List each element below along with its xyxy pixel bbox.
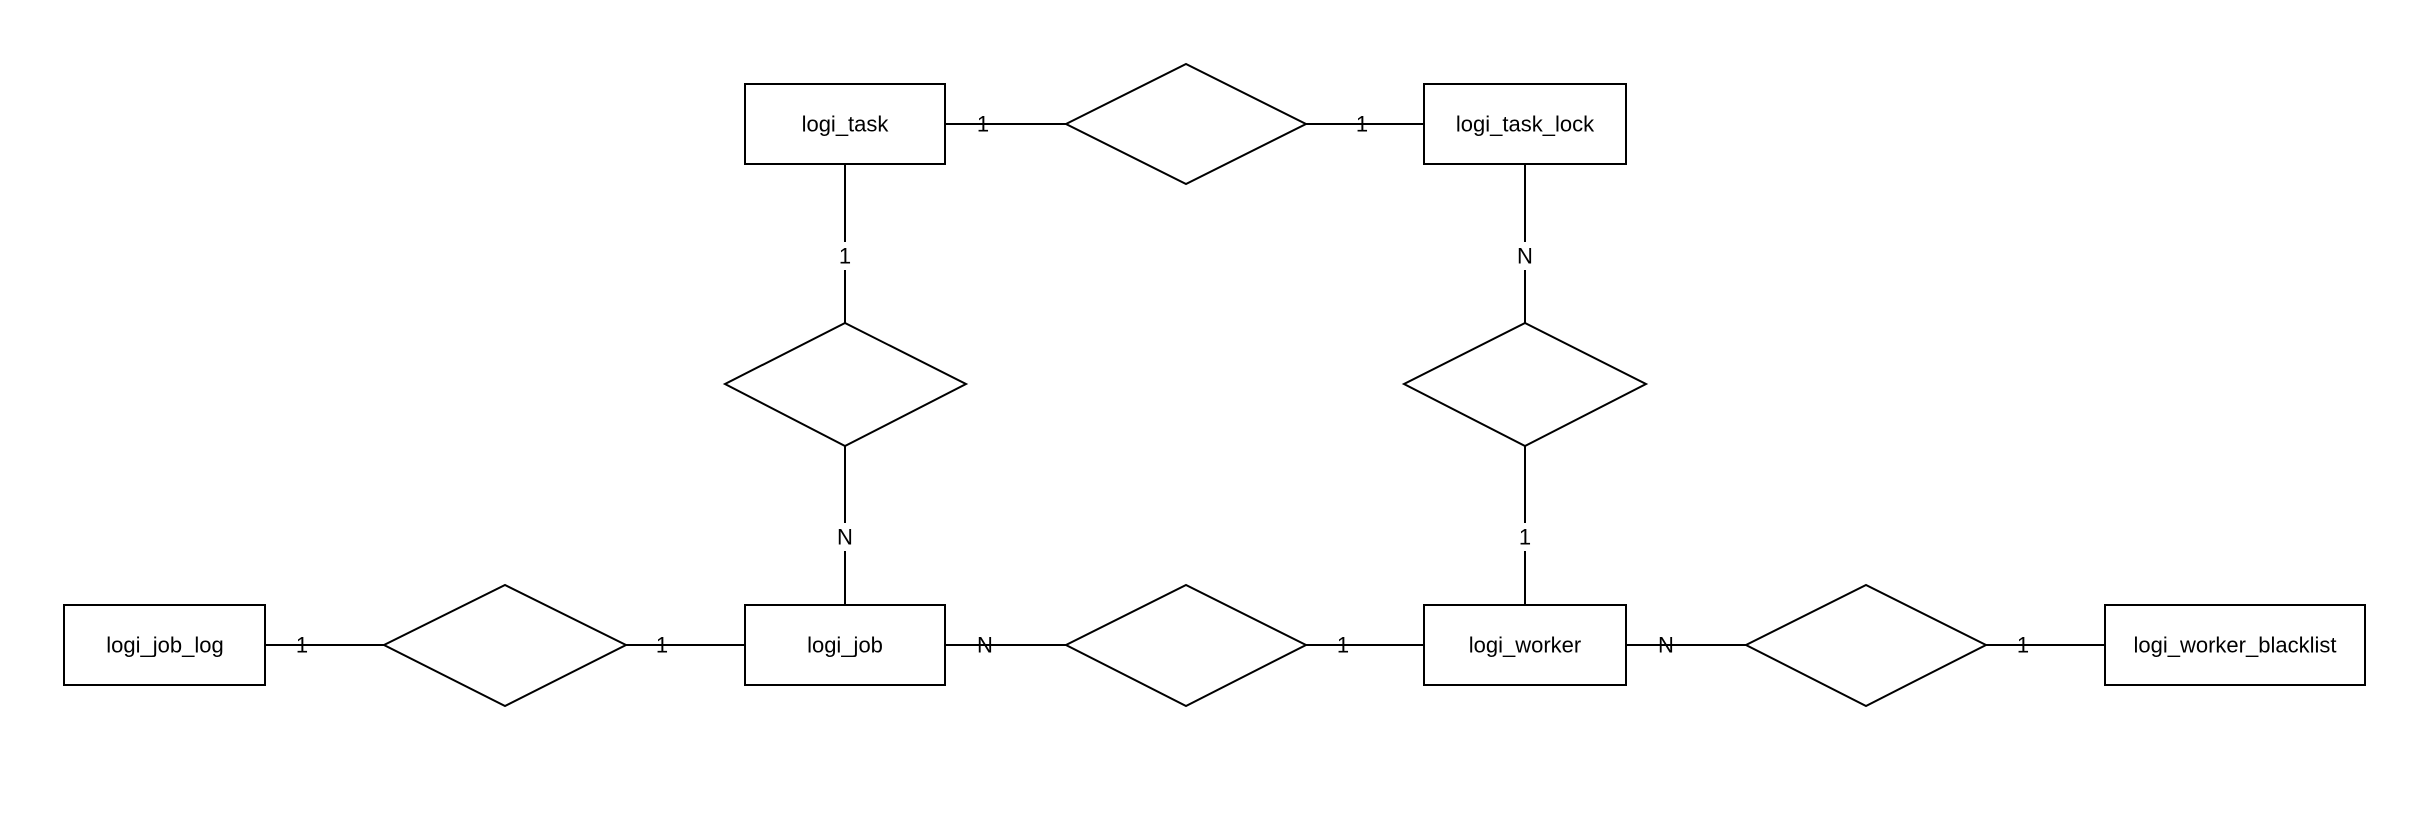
entity-box [744,83,946,165]
entity-logi-task[interactable]: logi_task [744,83,946,165]
cardinality-label: N [977,633,993,658]
entity-label: logi_job_log [106,633,223,658]
entity-logi-task-lock[interactable]: logi_task_lock [1423,83,1627,165]
entity-logi-job-log[interactable]: logi_job_log [63,604,266,686]
entity-box [63,604,266,686]
cardinality-label: N [1517,244,1533,269]
entity-logi-worker[interactable]: logi_worker [1423,604,1627,686]
cardinality-label: 1 [839,244,851,269]
relationship-worker-blacklist[interactable] [1743,583,1989,708]
entity-label: logi_task_lock [1456,112,1595,137]
entity-box [744,604,946,686]
entity-logi-job[interactable]: logi_job [744,604,946,686]
relationship-task-job[interactable] [722,321,969,448]
relationship-joblog-job[interactable] [381,583,629,708]
cardinality-label: 1 [1519,525,1531,550]
entity-box [2104,604,2366,686]
cardinality-gap [834,523,856,551]
cardinality-label: N [1658,633,1674,658]
entity-logi-worker-blacklist[interactable]: logi_worker_blacklist [2104,604,2366,686]
entity-label: logi_task [802,112,890,137]
entity-box [1423,83,1627,165]
cardinality-label: 1 [1337,633,1349,658]
cardinality-label: 1 [977,112,989,137]
cardinality-label: 1 [296,633,308,658]
cardinality-gap [1514,523,1536,551]
relationship-tasklock-worker[interactable] [1401,321,1649,448]
cardinality-label: N [837,525,853,550]
cardinality-label: 1 [2017,633,2029,658]
entity-label: logi_worker_blacklist [2134,633,2337,658]
cardinality-gap [834,242,856,270]
entity-label: logi_job [807,633,883,658]
entity-label: logi_worker [1469,633,1582,658]
relationship-job-worker[interactable] [1063,583,1309,708]
relationship-task-tasklock[interactable] [1063,62,1309,186]
entity-box [1423,604,1627,686]
cardinality-label: 1 [1356,112,1368,137]
cardinality-label: 1 [656,633,668,658]
cardinality-gap [1513,242,1537,270]
